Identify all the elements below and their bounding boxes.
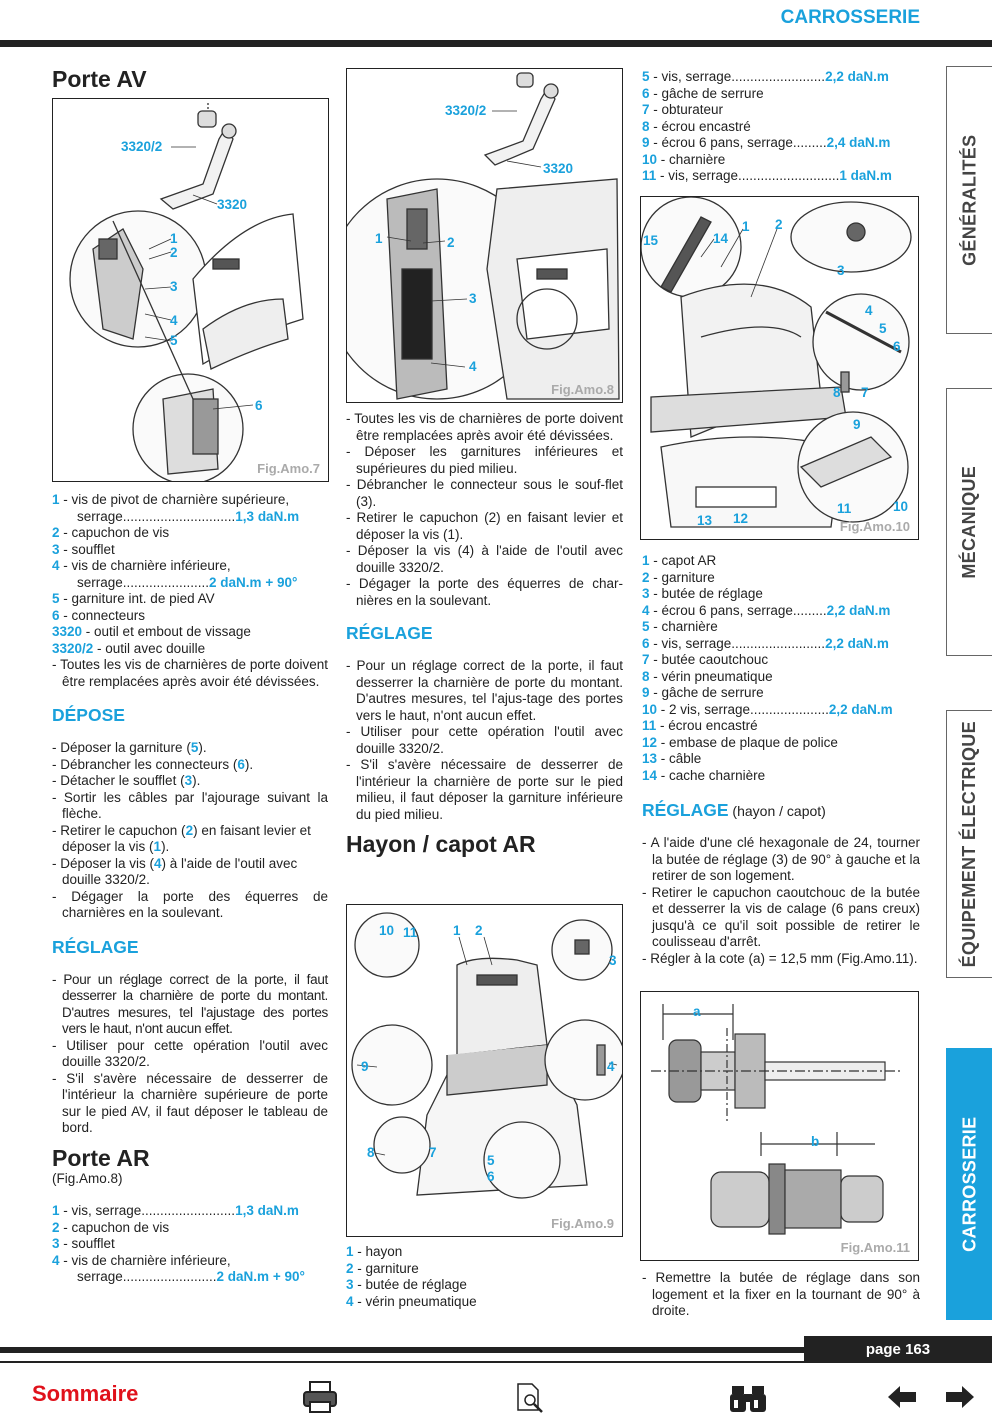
fig10-label: 8 <box>833 385 841 400</box>
fig10-label: 5 <box>879 321 887 336</box>
fig9-label: 9 <box>361 1059 369 1074</box>
heading-reglage-av: RÉGLAGE <box>52 936 139 957</box>
sommaire-link[interactable]: Sommaire <box>32 1381 139 1406</box>
fig10-label: 13 <box>697 513 713 528</box>
legend-hayon-cont: 5 - vis, serrage........................… <box>642 69 892 183</box>
figure-amo-7: 3320/2 3320 1 2 3 4 5 6 Fig.Amo.7 <box>52 98 329 482</box>
fig10-label: 4 <box>865 303 873 318</box>
fig11-label-b: b <box>811 1134 820 1149</box>
header-rule <box>0 40 992 47</box>
footer-rule-2 <box>0 1361 992 1363</box>
final-step: - Remettre la butée de réglage dans son … <box>642 1270 920 1318</box>
tab-mecanique[interactable]: MÉCANIQUE <box>946 388 992 656</box>
fig11-caption: Fig.Amo.11 <box>840 1239 910 1255</box>
fig8-caption: Fig.Amo.8 <box>551 381 614 397</box>
search-document-icon[interactable] <box>516 1380 546 1419</box>
fig10-label: 3 <box>837 263 845 278</box>
figure-amo-9: 10 11 1 2 3 4 9 8 7 5 6 Fig.Amo.9 <box>346 904 623 1237</box>
printer-icon[interactable] <box>302 1380 338 1419</box>
figure-amo-11: a b Fig.Amo.11 <box>640 991 919 1261</box>
fig8-label: 1 <box>375 231 383 246</box>
binoculars-icon[interactable] <box>728 1380 768 1419</box>
fig8-label: 3320 <box>543 161 574 176</box>
heading-reglage-hayon: RÉGLAGE (hayon / capot) <box>642 800 826 820</box>
title-hayon: Hayon / capot AR <box>346 831 536 857</box>
fig10-label: 1 <box>742 219 750 234</box>
fig7-label: 3320 <box>217 197 248 212</box>
fig8-label: 3 <box>469 291 477 306</box>
fig9-label: 8 <box>367 1145 375 1160</box>
fig7-label: 5 <box>170 333 178 348</box>
legend-porte-av: 1 - vis de pivot de charnière supérieure… <box>52 492 328 1284</box>
fig9-label: 10 <box>379 923 395 938</box>
fig9-caption: Fig.Amo.9 <box>551 1215 614 1231</box>
heading-reglage-ar: RÉGLAGE <box>346 623 433 643</box>
fig7-label: 6 <box>255 398 263 413</box>
arrow-right-icon[interactable] <box>944 1380 976 1419</box>
fig9-label: 1 <box>453 923 461 938</box>
fig7-label: 3320/2 <box>121 139 163 154</box>
fig10-label: 9 <box>853 417 861 432</box>
tab-generalites[interactable]: GÉNÉRALITÉS <box>946 66 992 334</box>
fig10-label: 14 <box>713 231 729 246</box>
section-title: CARROSSERIE <box>780 7 920 28</box>
fig7-caption: Fig.Amo.7 <box>257 460 320 476</box>
arrow-left-icon[interactable] <box>886 1380 918 1419</box>
fig10-label: 11 <box>837 501 852 516</box>
title-porte-ar: Porte AR <box>52 1144 150 1171</box>
fig9-label: 11 <box>403 925 418 940</box>
fig10-caption: Fig.Amo.10 <box>839 518 910 534</box>
fig10-drawing <box>641 197 912 528</box>
fig11-drawing <box>651 1004 901 1235</box>
fig9-label: 7 <box>429 1145 437 1160</box>
fig11-label-a: a <box>693 1004 701 1019</box>
fig7-label: 3 <box>170 279 178 294</box>
fig9-drawing <box>351 912 622 1199</box>
fig10-label: 12 <box>733 511 749 526</box>
fig8-drawing <box>347 72 620 400</box>
tab-equipement-electrique[interactable]: ÉQUIPEMENT ÉLECTRIQUE <box>946 710 992 978</box>
fig8-label: 2 <box>447 235 455 250</box>
steps-porte-ar: - Toutes les vis de charnières de porte … <box>346 411 623 857</box>
fig9-label: 4 <box>607 1059 615 1074</box>
legend-hayon: 1 - hayon 2 - garniture 3 - butée de rég… <box>346 1244 477 1309</box>
fig10-label: 7 <box>861 385 869 400</box>
figure-amo-10: 15 14 1 2 3 4 5 6 8 7 9 11 10 13 12 Fig.… <box>640 196 919 540</box>
fig7-label: 1 <box>170 231 178 246</box>
legend-capot: 1 - capot AR 2 - garniture 3 - butée de … <box>642 553 920 966</box>
fig8-label: 4 <box>469 359 477 374</box>
fig7-drawing <box>69 101 304 481</box>
tab-carrosserie[interactable]: CARROSSERIE <box>946 1048 992 1320</box>
heading-depose: DÉPOSE <box>52 705 125 725</box>
fig9-label: 3 <box>609 953 617 968</box>
fig9-label: 5 <box>487 1153 495 1168</box>
fig7-label: 4 <box>170 313 178 328</box>
fig8-label: 3320/2 <box>445 103 487 118</box>
fig9-label: 2 <box>475 923 483 938</box>
fig10-label: 6 <box>893 339 901 354</box>
title-porte-av: Porte AV <box>52 66 147 92</box>
page-number: page 163 <box>804 1336 992 1363</box>
fig7-label: 2 <box>170 245 178 260</box>
fig10-label: 2 <box>775 217 783 232</box>
fig9-label: 6 <box>487 1169 495 1184</box>
fig10-label: 10 <box>893 499 909 514</box>
footer-rule <box>0 1347 804 1353</box>
fig10-label: 15 <box>643 233 659 248</box>
figure-amo-8: 3320/2 3320 1 2 3 4 Fig.Amo.8 <box>346 68 623 403</box>
